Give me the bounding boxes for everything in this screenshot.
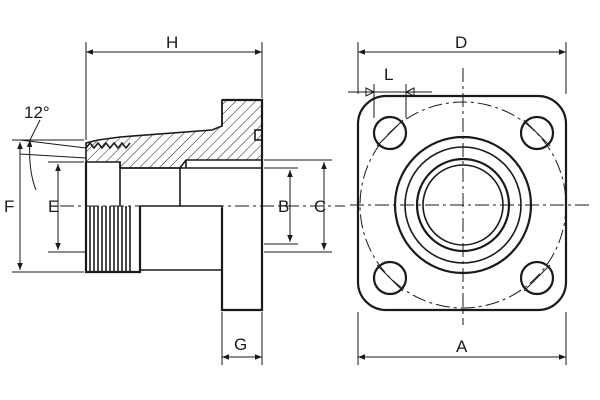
- dim-angle-line-b: [19, 153, 87, 159]
- label-l: L: [384, 65, 393, 84]
- label-h: H: [166, 33, 178, 52]
- bolt-hole: [519, 260, 555, 296]
- side-view-thread-top: [85, 141, 131, 150]
- side-view-slot: [254, 129, 263, 141]
- dim-angle-leader: [29, 119, 41, 141]
- label-angle: 12°: [24, 103, 50, 122]
- label-f: F: [4, 197, 14, 216]
- front-view-bolt-holes: [372, 115, 555, 296]
- label-g: G: [234, 335, 247, 354]
- side-view-hub-lower: [84, 162, 142, 274]
- front-view: [350, 68, 590, 325]
- label-a: A: [456, 337, 468, 356]
- side-view: [60, 98, 345, 312]
- dimensions: [12, 42, 567, 365]
- bolt-hole: [519, 115, 555, 151]
- dimension-labels: H D L 12° F E B C G A: [4, 33, 468, 356]
- dim-angle-arc: [26, 139, 37, 191]
- side-view-flange-outline: [220, 98, 264, 312]
- side-view-section-hatch: [85, 99, 263, 169]
- side-view-thread: [89, 206, 131, 272]
- bolt-hole: [372, 115, 408, 151]
- bolt-hole: [372, 260, 408, 296]
- label-c: C: [314, 197, 326, 216]
- label-e: E: [48, 197, 59, 216]
- label-b: B: [278, 197, 289, 216]
- label-d: D: [455, 33, 467, 52]
